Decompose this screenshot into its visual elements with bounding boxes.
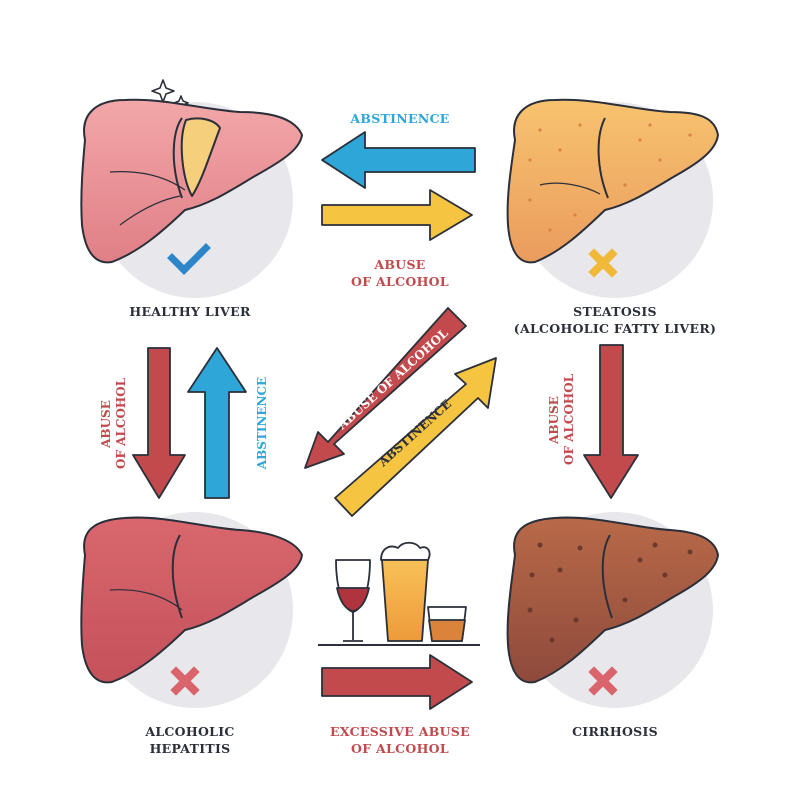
bottom-excessive-label-line1: EXCESSIVE ABUSE (330, 724, 470, 739)
steatosis-label: STEATOSIS (ALCOHOLIC FATTY LIVER) (485, 303, 745, 337)
check-icon (167, 243, 211, 275)
steatosis-cross-icon (588, 248, 618, 278)
abuse-arrow-diagonal (304, 307, 467, 469)
cirrhosis-label: CIRRHOSIS (572, 724, 658, 739)
healthy-liver-label: HEALTHY LIVER (129, 304, 251, 319)
steatosis-label-line1: STEATOSIS (573, 304, 657, 319)
top-abstinence-label: ABSTINENCE (350, 111, 450, 126)
right-abuse-label-line1: ABUSE (547, 396, 561, 444)
drinks-illustration (318, 541, 480, 646)
healthy-liver-illustration (80, 98, 303, 264)
hepatitis-label-line2: HEPATITIS (149, 741, 231, 756)
steatosis-liver-illustration (506, 98, 719, 264)
top-abuse-label: ABUSE OF ALCOHOL (310, 256, 490, 290)
top-abuse-label-line2: OF ALCOHOL (351, 274, 449, 289)
right-abuse-label: ABUSE OF ALCOHOL (547, 373, 579, 465)
bottom-excessive-label: EXCESSIVE ABUSE OF ALCOHOL (310, 723, 490, 757)
hepatitis-label: ALCOHOLIC HEPATITIS (95, 723, 285, 757)
hepatitis-liver-illustration (80, 516, 303, 684)
abstinence-arrow-left (321, 131, 476, 189)
top-abuse-label-line1: ABUSE (374, 257, 426, 272)
abuse-arrow-down (132, 347, 186, 499)
excessive-abuse-arrow (321, 654, 473, 710)
left-abstinence-label: ABSTINENCE (255, 376, 269, 470)
abuse-arrow-down-right (583, 344, 639, 499)
bottom-excessive-label-line2: OF ALCOHOL (351, 741, 449, 756)
cirrhosis-liver-illustration (506, 516, 719, 684)
left-abuse-label-line2: OF ALCOHOL (114, 377, 128, 469)
left-abuse-label-line1: ABUSE (99, 400, 113, 448)
abstinence-arrow-up (187, 347, 247, 499)
left-abuse-label: ABUSE OF ALCOHOL (99, 377, 131, 469)
hepatitis-label-line1: ALCOHOLIC (145, 724, 235, 739)
steatosis-label-line2: (ALCOHOLIC FATTY LIVER) (513, 321, 717, 336)
cirrhosis-cross-icon (588, 666, 618, 696)
right-abuse-label-line2: OF ALCOHOL (562, 373, 576, 465)
abstinence-arrow-diagonal (334, 357, 497, 517)
abuse-arrow-right (321, 189, 473, 241)
hepatitis-cross-icon (170, 666, 200, 696)
